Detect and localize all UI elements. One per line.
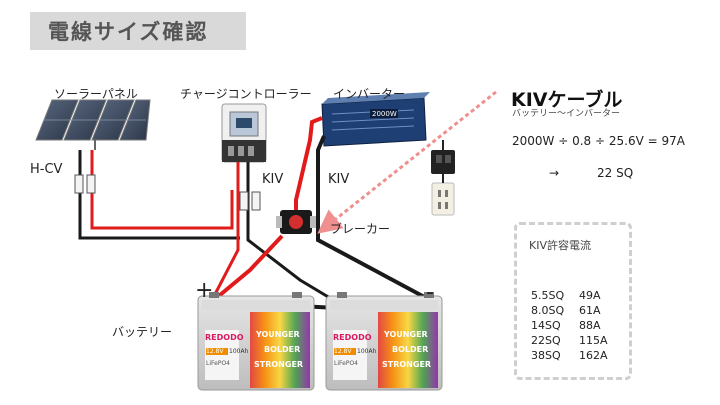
row-amps: 115A <box>579 334 608 347</box>
kiv-cable-subtitle: バッテリー〜インバーター <box>512 109 621 119</box>
battery-1-chem: LiFePO4 <box>206 360 230 367</box>
battery-1 <box>197 292 315 391</box>
row-amps: 162A <box>579 349 608 362</box>
solar-panel-label: ソーラーパネル <box>54 87 138 101</box>
row-amps: 88A <box>579 319 601 332</box>
wire-controller-red <box>210 162 240 301</box>
kiv-connector-1 <box>239 191 249 211</box>
minus-terminal-label: - <box>426 280 434 305</box>
kiv-label-left: KIV <box>262 172 284 187</box>
battery-2-voltage: 12.8V <box>334 348 352 355</box>
battery-label: バッテリー <box>112 325 173 339</box>
inverter-label: インバーター <box>333 87 406 101</box>
wire-controller-black <box>246 162 351 312</box>
current-calculation: 2000W ÷ 0.8 ÷ 25.6V = 97A <box>512 134 685 148</box>
battery-2 <box>325 292 443 391</box>
wire-solar-black <box>78 150 240 240</box>
battery-2-slogan-2: BOLDER <box>392 345 429 354</box>
solar-panel <box>35 99 151 150</box>
battery-2-chem: LiFePO4 <box>334 360 358 367</box>
battery-2-slogan-1: YOUNGER <box>384 330 428 339</box>
kiv-pointer-arrow <box>317 90 497 234</box>
page-title: 電線サイズ確認 <box>48 20 209 44</box>
ac-outlet <box>431 140 455 216</box>
breaker-label: ブレーカー <box>330 222 391 236</box>
battery-2-brand: REDODO <box>333 333 372 342</box>
battery-2-capacity: 100Ah <box>357 348 377 355</box>
battery-1-slogan-1: YOUNGER <box>256 330 300 339</box>
plus-terminal-label: + <box>195 278 214 303</box>
battery-1-voltage: 12.8V <box>206 348 224 355</box>
wire-solar-red <box>90 150 234 230</box>
row-amps: 61A <box>579 304 601 317</box>
hcv-connector-1 <box>74 174 84 194</box>
battery-1-capacity: 100Ah <box>229 348 249 355</box>
charge-controller-label: チャージコントローラー <box>180 87 312 101</box>
kiv-label-right: KIV <box>328 172 350 187</box>
table-row: 22SQ 115A <box>531 334 608 347</box>
battery-1-slogan-3: STRONGER <box>254 360 304 369</box>
allowable-current-table: KIV許容電流 5.5SQ 49A 8.0SQ 61A 14SQ 88A 22SQ 11… <box>514 222 632 380</box>
result-arrow: → <box>549 166 560 180</box>
inverter-rating: 2000W <box>372 110 397 118</box>
kiv-cable-title: KIVケーブル <box>511 89 623 111</box>
hcv-connector-2 <box>86 174 96 194</box>
breaker <box>276 210 316 234</box>
battery-1-brand: REDODO <box>205 333 244 342</box>
wire-inverter-red <box>294 116 323 218</box>
row-size: 5.5SQ <box>531 289 565 302</box>
kiv-connector-2 <box>251 191 261 211</box>
battery-1-slogan-2: BOLDER <box>264 345 301 354</box>
title-box: 電線サイズ確認 <box>30 12 246 50</box>
result-size: 22 SQ <box>597 166 634 180</box>
battery-2-slogan-3: STRONGER <box>382 360 432 369</box>
row-size: 8.0SQ <box>531 304 565 317</box>
hcv-label: H-CV <box>30 162 63 177</box>
wire-breaker-to-battery-red <box>212 234 284 302</box>
charge-controller <box>221 103 267 163</box>
row-size: 22SQ <box>531 334 561 347</box>
row-size: 14SQ <box>531 319 561 332</box>
table-row: 38SQ 162A <box>531 349 608 362</box>
row-amps: 49A <box>579 289 601 302</box>
table-row: 14SQ 88A <box>531 319 601 332</box>
row-size: 38SQ <box>531 349 561 362</box>
table-row: 8.0SQ 61A <box>531 304 601 317</box>
allowable-current-title: KIV許容電流 <box>529 239 591 252</box>
inverter: 2000W <box>321 92 430 147</box>
table-row: 5.5SQ 49A <box>531 289 601 302</box>
